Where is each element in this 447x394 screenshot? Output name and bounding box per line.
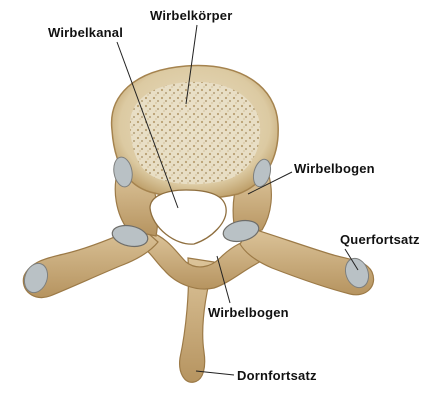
vertebral-canal-shape	[150, 190, 226, 244]
label-vertebral-arch-upper: Wirbelbogen	[294, 161, 375, 176]
label-spinous-process: Dornfortsatz	[237, 368, 317, 383]
label-vertebral-body: Wirbelkörper	[150, 8, 232, 23]
label-transverse-process: Querfortsatz	[340, 232, 420, 247]
label-vertebral-canal: Wirbelkanal	[48, 25, 123, 40]
label-vertebral-arch-lower: Wirbelbogen	[208, 305, 289, 320]
cancellous-bone	[130, 82, 260, 184]
